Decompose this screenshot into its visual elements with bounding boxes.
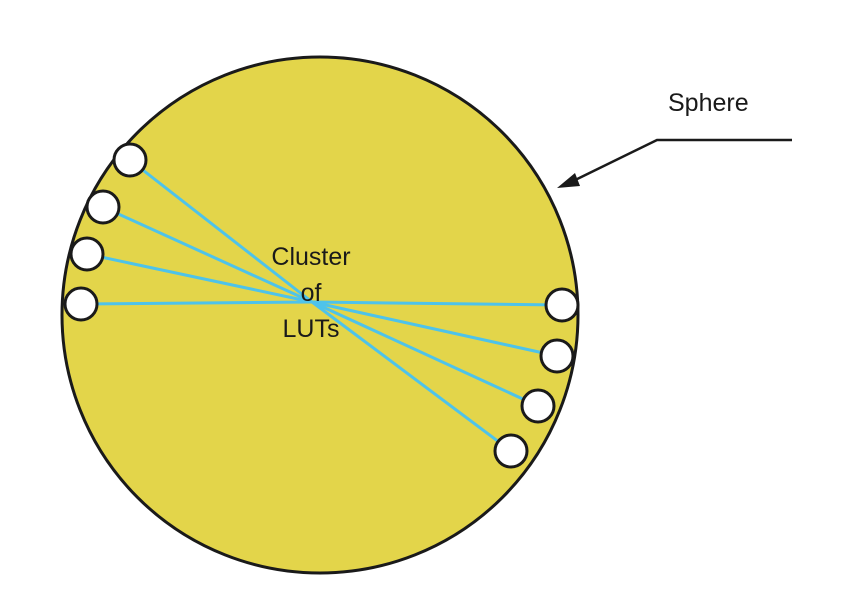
cluster-label-line-3: LUTs	[283, 315, 340, 343]
sphere-body	[60, 55, 580, 575]
connection-line	[79, 300, 314, 306]
connection-line	[310, 300, 513, 453]
terminal-right-4	[493, 433, 529, 469]
callout-leader-line	[566, 138, 792, 186]
connection-line	[310, 300, 540, 408]
cluster-label-line-1: Cluster	[271, 243, 350, 271]
connection-line	[310, 300, 559, 358]
terminal-right-1	[544, 287, 580, 323]
connection-line	[310, 300, 564, 307]
terminal-left-4	[63, 286, 99, 322]
connection-line	[128, 158, 314, 304]
terminal-right-2	[539, 338, 575, 374]
terminal-left-2	[85, 189, 121, 225]
cluster-label-line-2: of	[301, 279, 322, 307]
connection-line	[85, 252, 314, 304]
terminal-left-3	[69, 236, 105, 272]
terminal-left-1	[112, 142, 148, 178]
connection-line	[101, 205, 314, 304]
connection-lines	[79, 158, 564, 453]
sphere-callout	[557, 138, 792, 188]
terminals	[63, 142, 580, 469]
terminal-right-3	[520, 388, 556, 424]
callout-arrowhead	[557, 173, 580, 188]
sphere-label: Sphere	[668, 89, 749, 117]
